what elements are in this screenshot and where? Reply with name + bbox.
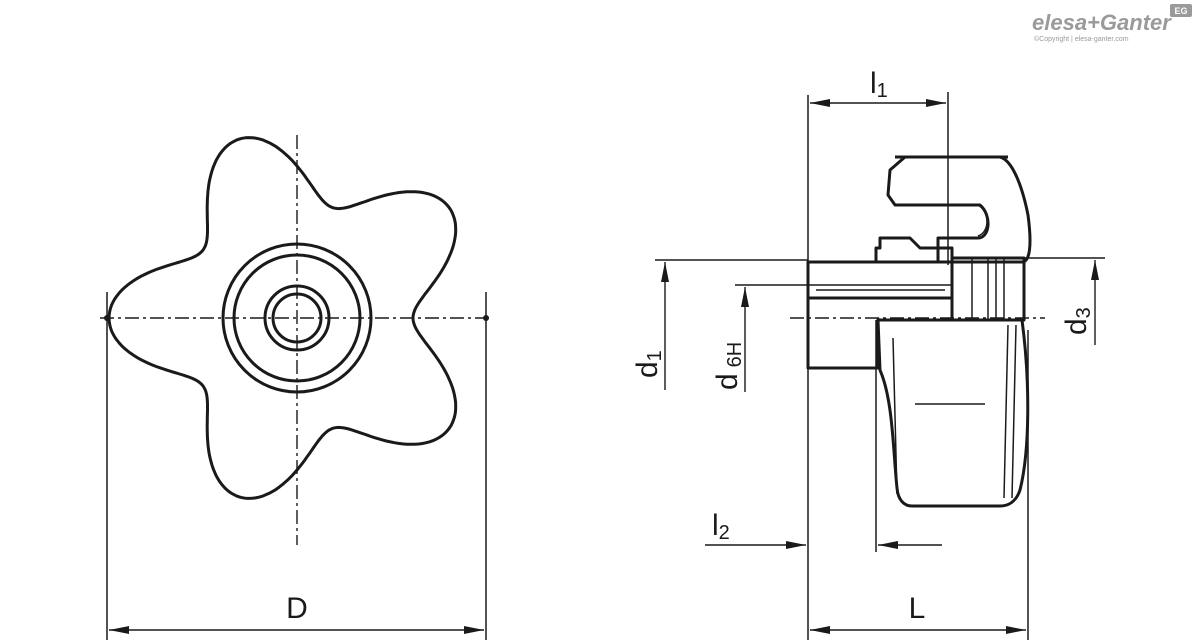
label-D: D (286, 592, 308, 625)
dimension-D: D (106, 292, 487, 640)
dimension-d6H: d6H (711, 284, 952, 392)
dimension-l2: l2 (705, 320, 942, 552)
dimension-d3: d3 (1024, 257, 1105, 345)
label-d1: d1 (631, 350, 666, 378)
dimension-l1: l1 (810, 67, 949, 265)
copyright-text: ©Copyright | elesa-ganter.com (1034, 35, 1129, 43)
logo-badge-text: EG (1174, 6, 1187, 16)
dimension-L: L (807, 95, 1029, 640)
front-view (100, 135, 492, 545)
label-d3: d3 (1060, 307, 1095, 335)
body-line-a (892, 337, 898, 495)
side-section-view (790, 155, 1045, 508)
knob-inner-pocket (900, 204, 988, 237)
brand-logo: elesa+Ganter EG ©Copyright | elesa-gante… (1032, 4, 1192, 43)
threaded-insert-lower (806, 298, 880, 370)
body-line-b (1003, 324, 1009, 499)
dimension-d1: d1 (631, 259, 808, 390)
knob-section-upper (874, 155, 1032, 264)
logo-text: elesa+Ganter (1032, 10, 1172, 35)
label-L: L (909, 592, 926, 625)
logo-badge (1170, 4, 1192, 17)
label-l1: l1 (870, 67, 888, 102)
label-d6H: d6H (711, 342, 746, 390)
label-l2: l2 (712, 509, 730, 544)
body-line-c (1011, 324, 1017, 499)
threaded-insert-section (806, 260, 954, 300)
